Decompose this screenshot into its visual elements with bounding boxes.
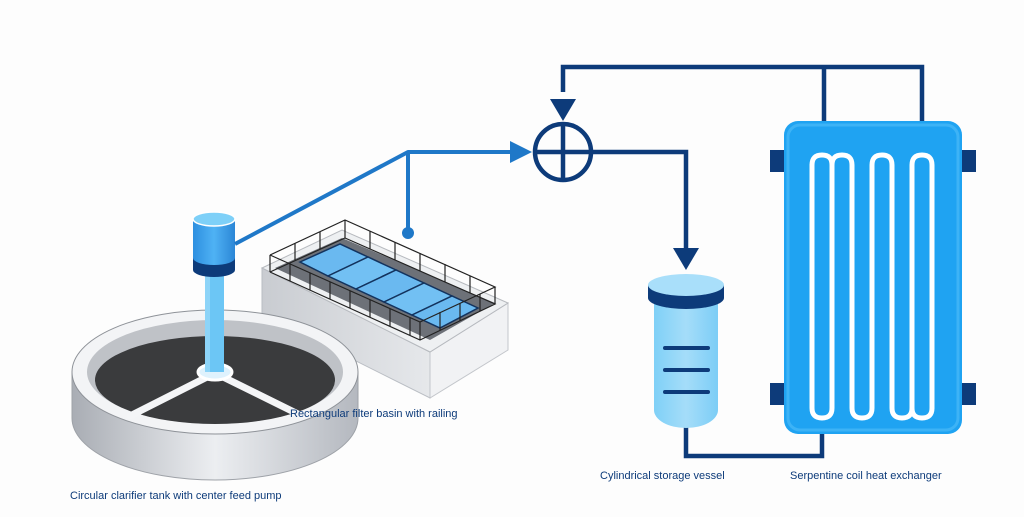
vessel-level-marks: [663, 346, 710, 394]
return-line: [560, 64, 925, 124]
label-filter: Rectangular filter basin with railing: [290, 408, 458, 420]
feed-arrow-icon: [510, 141, 532, 163]
bottom-loop-line: [683, 426, 825, 459]
exchanger-mounting-tabs: [770, 150, 976, 405]
filter-basin: [260, 219, 510, 399]
label-heat-exchanger: Serpentine coil heat exchanger: [790, 470, 942, 482]
summing-junction-icon: [532, 121, 594, 183]
storage-vessel: [648, 274, 724, 428]
feed-pipes: [234, 150, 512, 246]
exchanger-coil-icon: [809, 152, 935, 421]
filter-media-cells: [298, 243, 480, 329]
filter-railing: [269, 219, 497, 341]
output-arrow-icon: [673, 248, 699, 270]
loop-pipes: [560, 64, 925, 459]
vessel-body: [654, 298, 718, 428]
feed-pump-icon: [192, 211, 236, 277]
feed-line: [234, 150, 512, 246]
filter-tap-node: [402, 227, 414, 239]
heat-exchanger: [770, 121, 976, 434]
output-line: [591, 149, 689, 250]
return-arrow-icon: [550, 99, 576, 121]
clarifier-tank: [71, 211, 359, 481]
label-vessel: Cylindrical storage vessel: [600, 470, 725, 482]
vessel-lid: [648, 274, 724, 296]
label-clarifier: Circular clarifier tank with center feed…: [70, 490, 282, 502]
